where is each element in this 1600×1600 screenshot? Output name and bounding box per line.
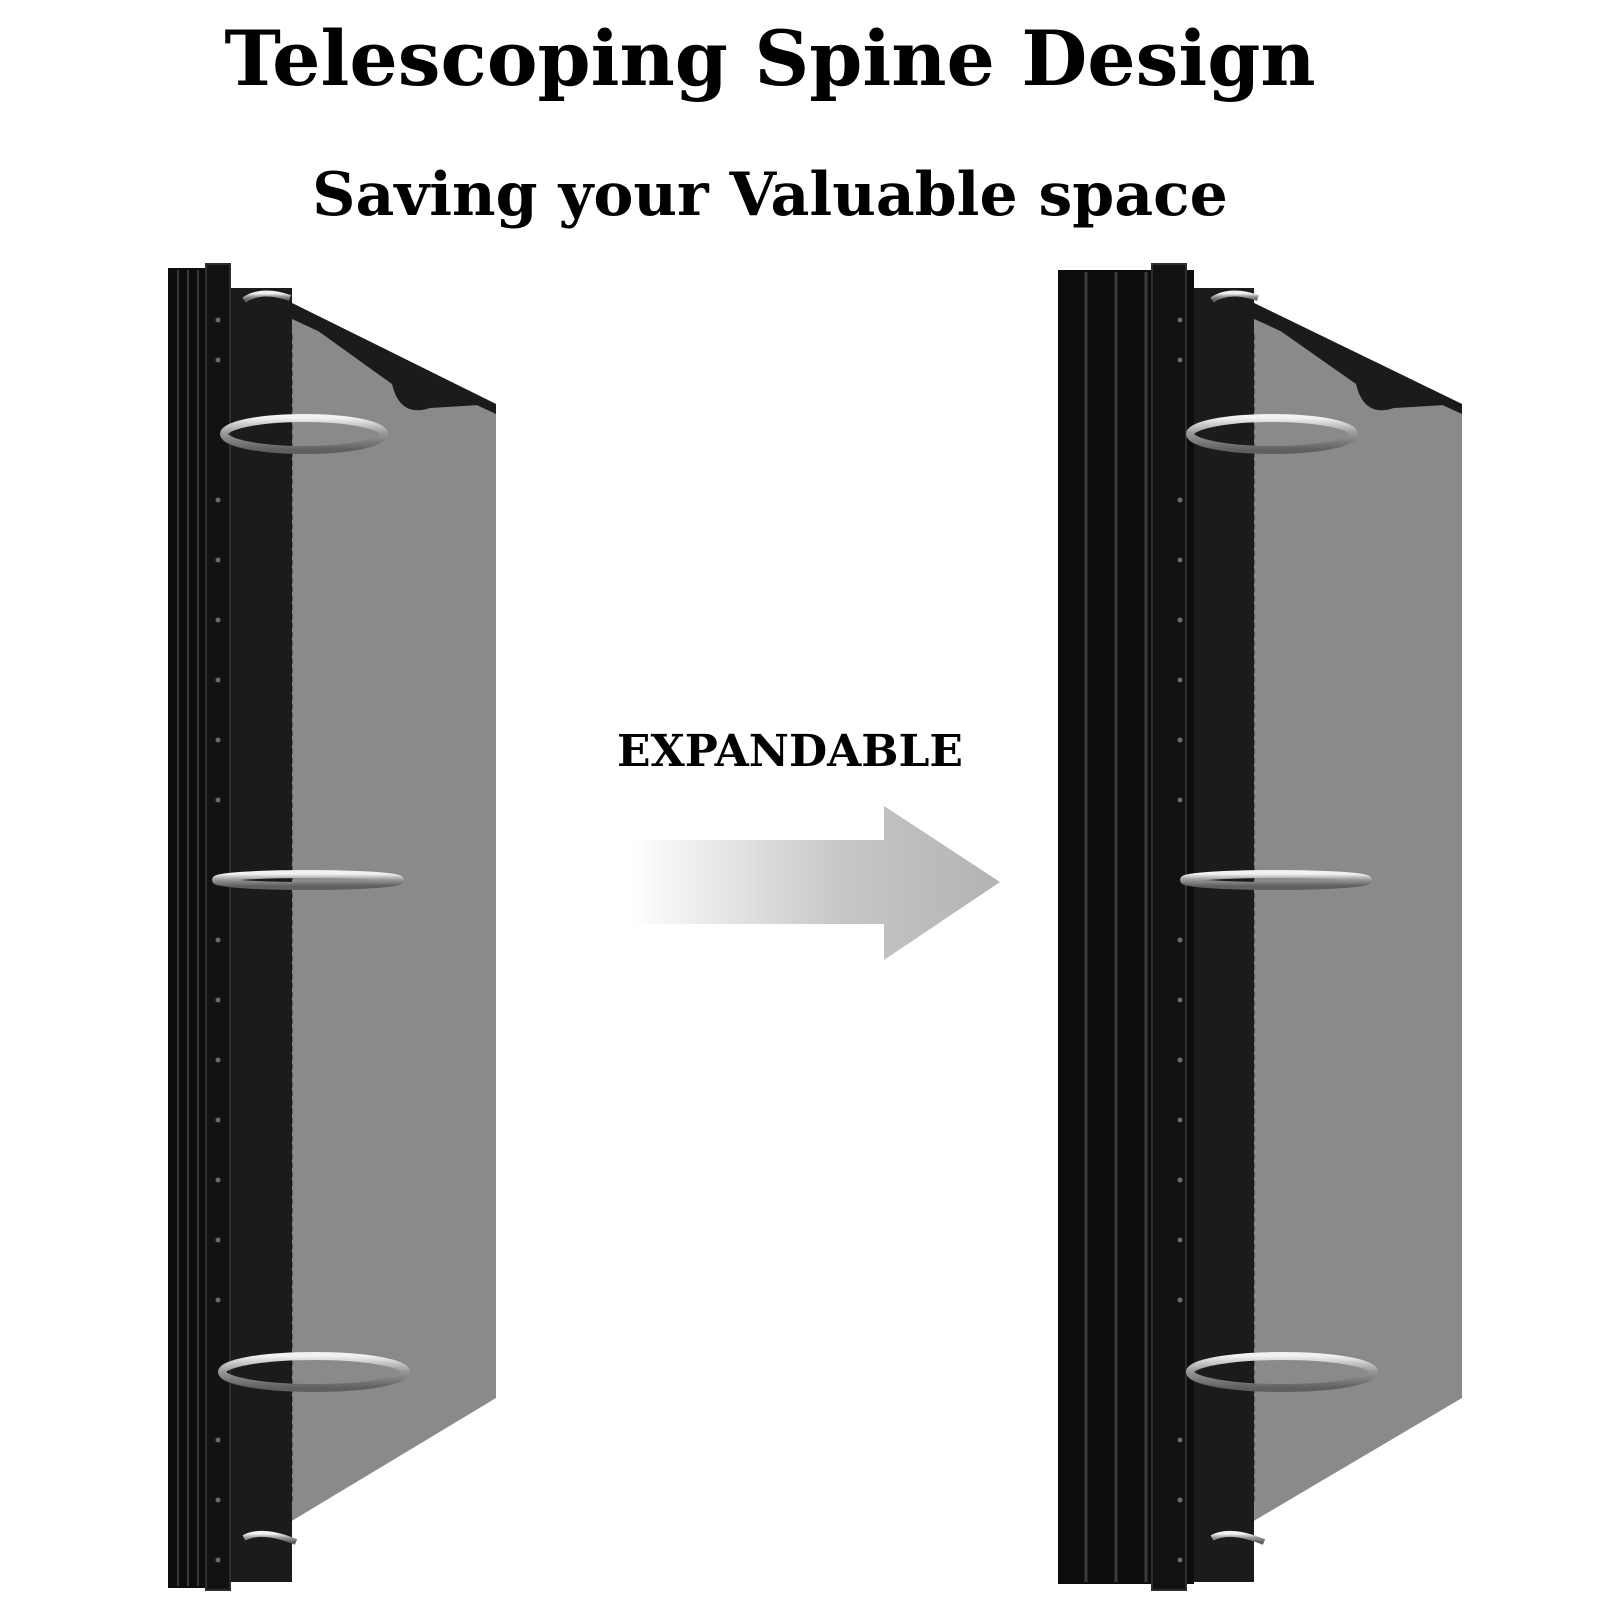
page-title: Telescoping Spine Design xyxy=(224,14,1316,103)
spine-rivets xyxy=(1177,317,1183,1563)
binder-cover xyxy=(1252,302,1462,1522)
binder-ring xyxy=(212,414,410,1392)
expand-arrow xyxy=(630,806,1000,960)
binder-ring xyxy=(1180,414,1378,1392)
lever-clip xyxy=(1210,290,1266,1545)
lever-clip xyxy=(242,290,298,1545)
binder-collapsed xyxy=(168,263,496,1591)
binder-expanded xyxy=(1058,263,1462,1591)
spine-rivets xyxy=(215,317,221,1563)
spine-layers xyxy=(1058,263,1194,1591)
expandable-label: EXPANDABLE xyxy=(617,726,963,777)
binder-cover xyxy=(290,302,496,1522)
spine-layers xyxy=(168,263,231,1591)
page-subtitle: Saving your Valuable space xyxy=(312,160,1228,230)
